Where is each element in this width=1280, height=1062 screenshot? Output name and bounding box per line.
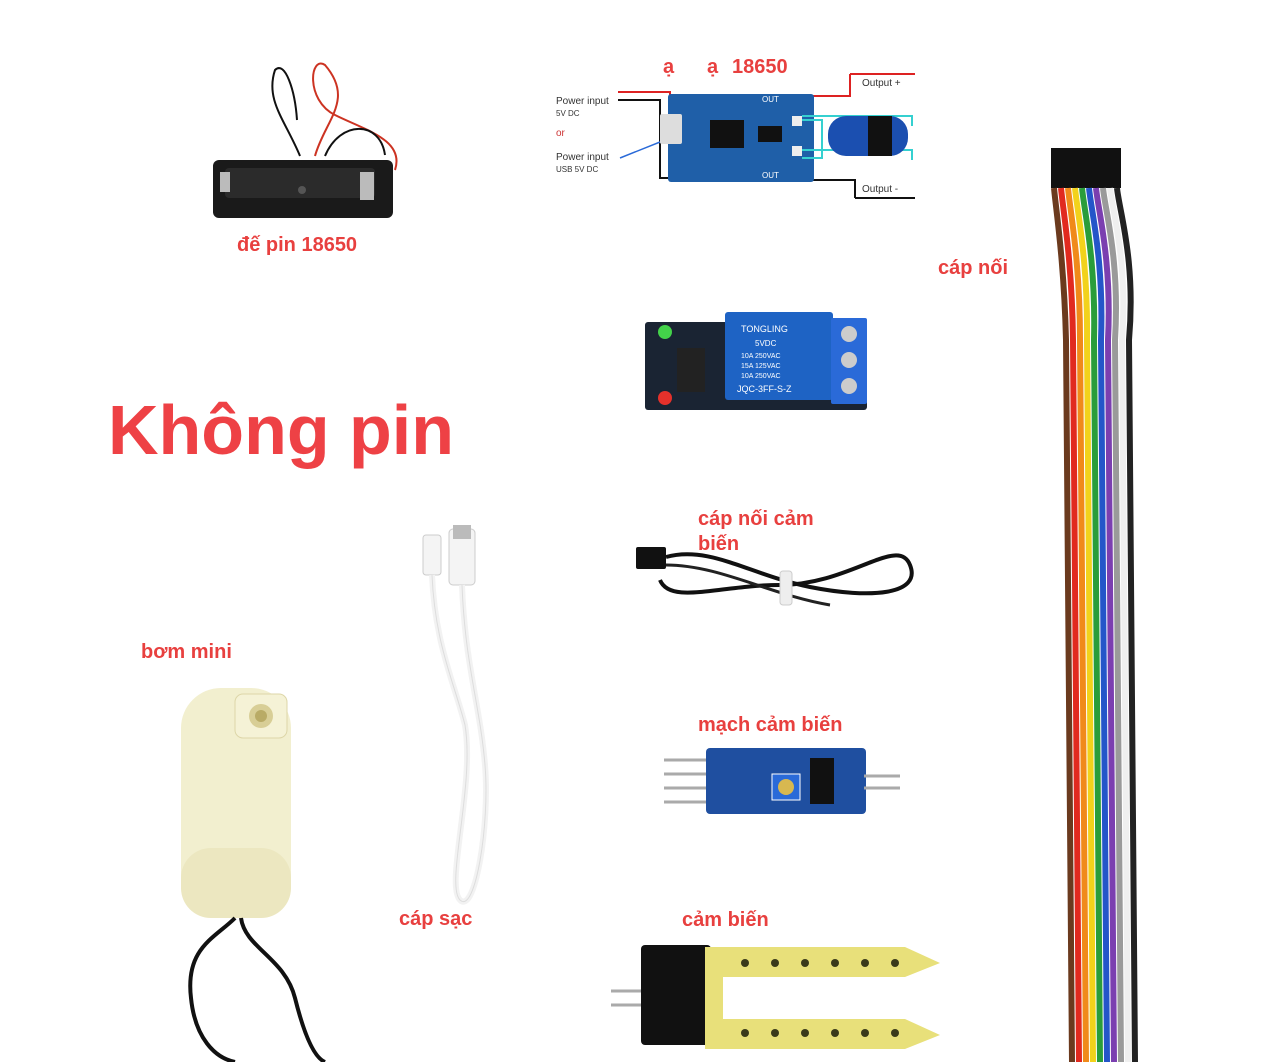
soil-sensor-image (611, 945, 940, 1049)
battery-holder-image (213, 62, 398, 218)
sensor-cable-label-line1: cáp nối cảm (698, 508, 814, 530)
relay-module-image: TONGLING 5VDC 10A 250VAC 15A 125VAC 10A … (645, 312, 867, 410)
or-label: or (556, 128, 565, 139)
ribbon-wire (1079, 187, 1103, 1062)
relay-model: JQC-3FF-S-Z (737, 384, 792, 394)
ribbon-connector (1065, 148, 1072, 188)
ribbon-wire (1107, 187, 1131, 1062)
ribbon-wire (1058, 187, 1082, 1062)
ribbon-connector (1058, 148, 1065, 188)
charging-cable-image (422, 525, 489, 905)
ribbon-connector (1114, 148, 1121, 188)
output-plus-label: Output + (862, 78, 901, 89)
sensor-cable-image (636, 547, 914, 607)
charger-label-a: ạ (663, 56, 675, 78)
headline-khong-pin: Không pin (108, 391, 455, 469)
battery-holder-label: đế pin 18650 (237, 234, 358, 256)
relay-line1: 5VDC (755, 339, 777, 348)
ribbon-connector (1100, 148, 1107, 188)
relay-brand: TONGLING (741, 324, 788, 334)
board-out-top: OUT (762, 95, 779, 104)
ribbon-connector (1072, 148, 1079, 188)
power-input-1-sub: 5V DC (556, 109, 580, 118)
ribbon-wire (1072, 187, 1096, 1062)
relay-line3: 15A 125VAC (741, 363, 781, 370)
output-minus-label: Output - (862, 184, 899, 195)
power-input-2-sub: USB 5V DC (556, 165, 599, 174)
ribbon-connector (1086, 148, 1093, 188)
ribbon-wire (1114, 187, 1138, 1062)
relay-line2: 10A 250VAC (741, 353, 781, 360)
ribbon-connector (1093, 148, 1100, 188)
ribbon-wire (1051, 187, 1075, 1062)
mini-pump-label: bơm mini (141, 641, 232, 663)
ribbon-wire (1100, 187, 1124, 1062)
jumper-cable-label: cáp nối (938, 257, 1009, 279)
charger-module-image: OUT OUT (618, 73, 915, 199)
relay-line4: 10A 250VAC (741, 373, 781, 380)
ribbon-wire (1086, 187, 1110, 1062)
jumper-cable-image (1051, 148, 1138, 1062)
charger-label-b: ạ (707, 56, 719, 78)
sensor-board-label: mạch cảm biến (698, 714, 843, 736)
ribbon-connector (1079, 148, 1086, 188)
power-input-1-label: Power input (556, 96, 609, 107)
power-input-2-label: Power input (556, 152, 609, 163)
ribbon-connector (1107, 148, 1114, 188)
ribbon-connector (1051, 148, 1058, 188)
charging-cable-label: cáp sạc (399, 908, 473, 930)
mini-pump-image (181, 688, 326, 1062)
ribbon-wire (1065, 187, 1089, 1062)
soil-sensor-label: cảm biến (682, 909, 769, 931)
ribbon-wire (1093, 187, 1117, 1062)
board-out-bottom: OUT (762, 171, 779, 180)
charger-label-c: 18650 (732, 56, 788, 78)
sensor-board-image (664, 748, 900, 814)
sensor-cable-label-line2: biến (698, 533, 740, 555)
